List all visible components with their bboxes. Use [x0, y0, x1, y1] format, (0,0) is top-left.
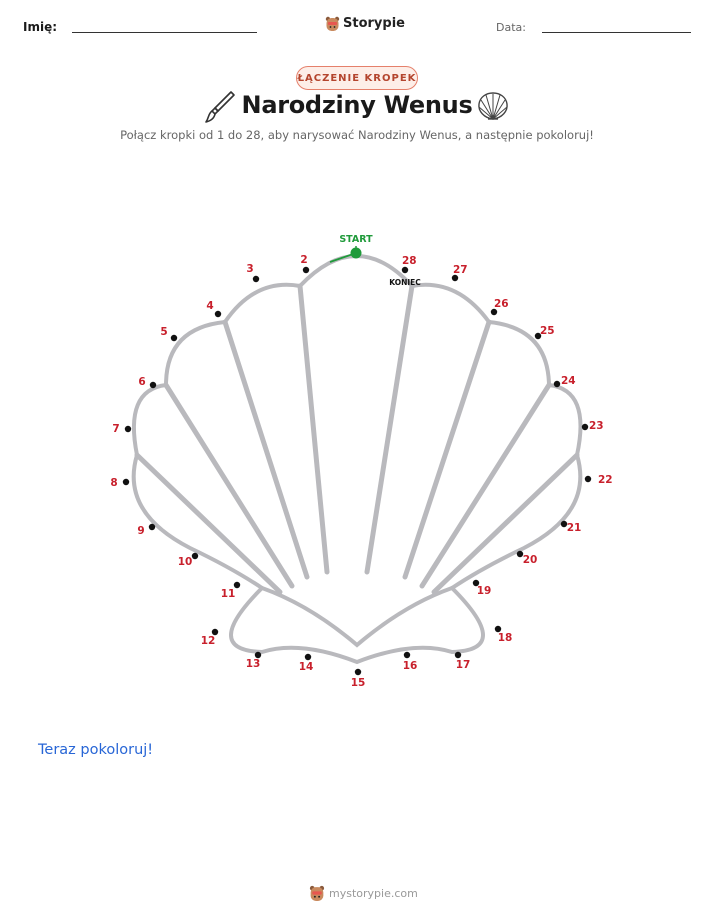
dot-number-23: 23: [589, 420, 604, 432]
dot-number-8: 8: [110, 477, 117, 489]
footer: mystorypie.com: [309, 884, 418, 902]
dot-26[interactable]: [490, 308, 498, 316]
dot-22[interactable]: [584, 475, 592, 483]
dot-number-25: 25: [540, 325, 555, 337]
dot-28[interactable]: [401, 266, 409, 274]
activity-badge: ŁĄCZENIE KROPEK: [296, 66, 418, 90]
dot-number-6: 6: [138, 376, 145, 388]
dot-number-19: 19: [477, 585, 492, 597]
dot-3[interactable]: [252, 275, 260, 283]
dot-number-2: 2: [300, 254, 307, 266]
dot-12[interactable]: [211, 628, 219, 636]
dot-23[interactable]: [581, 423, 589, 431]
shell-lobes: [131, 254, 583, 665]
dot-number-11: 11: [221, 588, 236, 600]
dot-number-16: 16: [403, 660, 418, 672]
dot-25[interactable]: [534, 332, 542, 340]
bear-logo-icon: [309, 885, 325, 901]
dot-number-20: 20: [523, 554, 538, 566]
dot-number-7: 7: [112, 423, 119, 435]
dot-number-26: 26: [494, 298, 509, 310]
bear-logo-icon: [325, 16, 340, 31]
dot-number-24: 24: [561, 375, 576, 387]
dot-11[interactable]: [233, 581, 241, 589]
dot-number-21: 21: [567, 522, 582, 534]
dot-6[interactable]: [149, 381, 157, 389]
name-line[interactable]: [72, 32, 257, 33]
start-label: START: [339, 234, 373, 245]
dot-8[interactable]: [122, 478, 130, 486]
page-title: Narodziny Wenus: [241, 91, 473, 119]
start-marker[interactable]: [350, 247, 362, 259]
dot-number-28: 28: [402, 255, 417, 267]
dot-number-4: 4: [206, 300, 213, 312]
footer-site[interactable]: mystorypie.com: [329, 886, 418, 900]
dot-21[interactable]: [560, 520, 568, 528]
dot-16[interactable]: [403, 651, 411, 659]
dot-number-27: 27: [453, 264, 468, 276]
date-line[interactable]: [542, 32, 691, 33]
dot-17[interactable]: [454, 651, 462, 659]
dot-27[interactable]: [451, 274, 459, 282]
dot-number-12: 12: [201, 635, 216, 647]
dot-2[interactable]: [302, 266, 310, 274]
end-label: KONIEC: [389, 278, 421, 287]
dot-number-22: 22: [598, 474, 613, 486]
dot-24[interactable]: [553, 380, 561, 388]
dot-9[interactable]: [148, 523, 156, 531]
dot-5[interactable]: [170, 334, 178, 342]
date-label: Data:: [496, 21, 526, 34]
dot-19[interactable]: [472, 579, 480, 587]
dot-number-5: 5: [160, 326, 167, 338]
name-label: Imię:: [23, 20, 58, 34]
dot-15[interactable]: [354, 668, 362, 676]
dot-10[interactable]: [191, 552, 199, 560]
dot-number-3: 3: [246, 263, 253, 275]
brand-name: Storypie: [343, 15, 405, 31]
seashell-icon: [478, 92, 508, 120]
shell-ribs: [134, 283, 580, 595]
dot-number-18: 18: [498, 632, 513, 644]
dot-number-9: 9: [137, 525, 144, 537]
worksheet-header: Imię: Storypie Data:: [0, 0, 714, 50]
dot-number-10: 10: [178, 556, 193, 568]
instructions: Połącz kropki od 1 do 28, aby narysować …: [120, 128, 594, 142]
dot-number-15: 15: [351, 677, 366, 689]
dot-20[interactable]: [516, 550, 524, 558]
dot-number-14: 14: [299, 661, 314, 673]
brand-logo: Storypie: [325, 13, 405, 33]
dot-7[interactable]: [124, 425, 132, 433]
dot-14[interactable]: [304, 653, 312, 661]
paintbrush-icon: [205, 91, 235, 123]
dot-13[interactable]: [254, 651, 262, 659]
dot-number-17: 17: [456, 659, 471, 671]
dot-4[interactable]: [214, 310, 222, 318]
color-prompt: Teraz pokoloruj!: [38, 742, 154, 758]
dot-18[interactable]: [494, 625, 502, 633]
dot-number-13: 13: [246, 658, 261, 670]
